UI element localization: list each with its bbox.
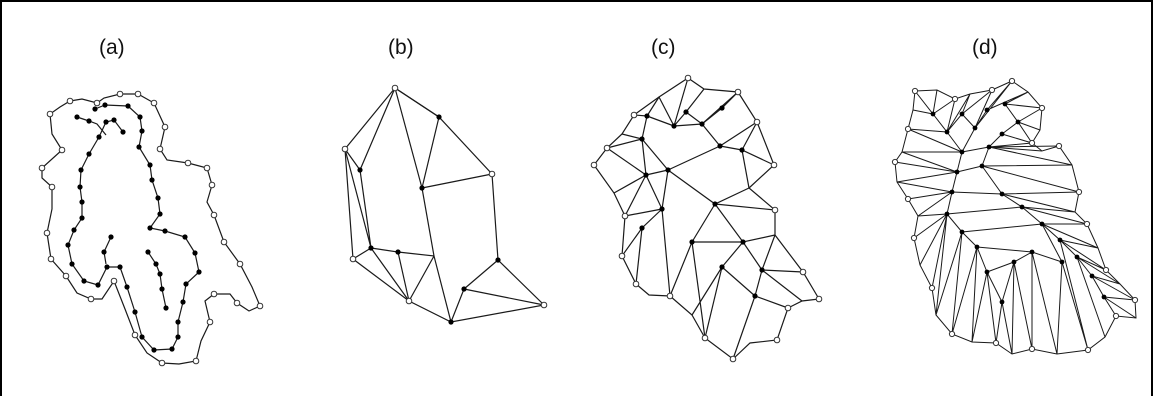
panel-b-boundary [345,88,544,322]
panel-d-drawing [892,78,1137,354]
panel-d-edges [895,81,1136,354]
panel-a-drawing [39,91,263,366]
panel-a-inner-skeleton-4 [148,252,166,308]
panel-c-edges [607,78,803,359]
panel-b-filled-nodes [357,114,500,324]
panel-d-filled-nodes [931,102,1107,305]
panel-c-drawing [591,75,822,362]
panel-b-drawing [342,85,547,324]
panel-a-filled-nodes [65,102,201,352]
panel-d-boundary [895,81,1136,354]
